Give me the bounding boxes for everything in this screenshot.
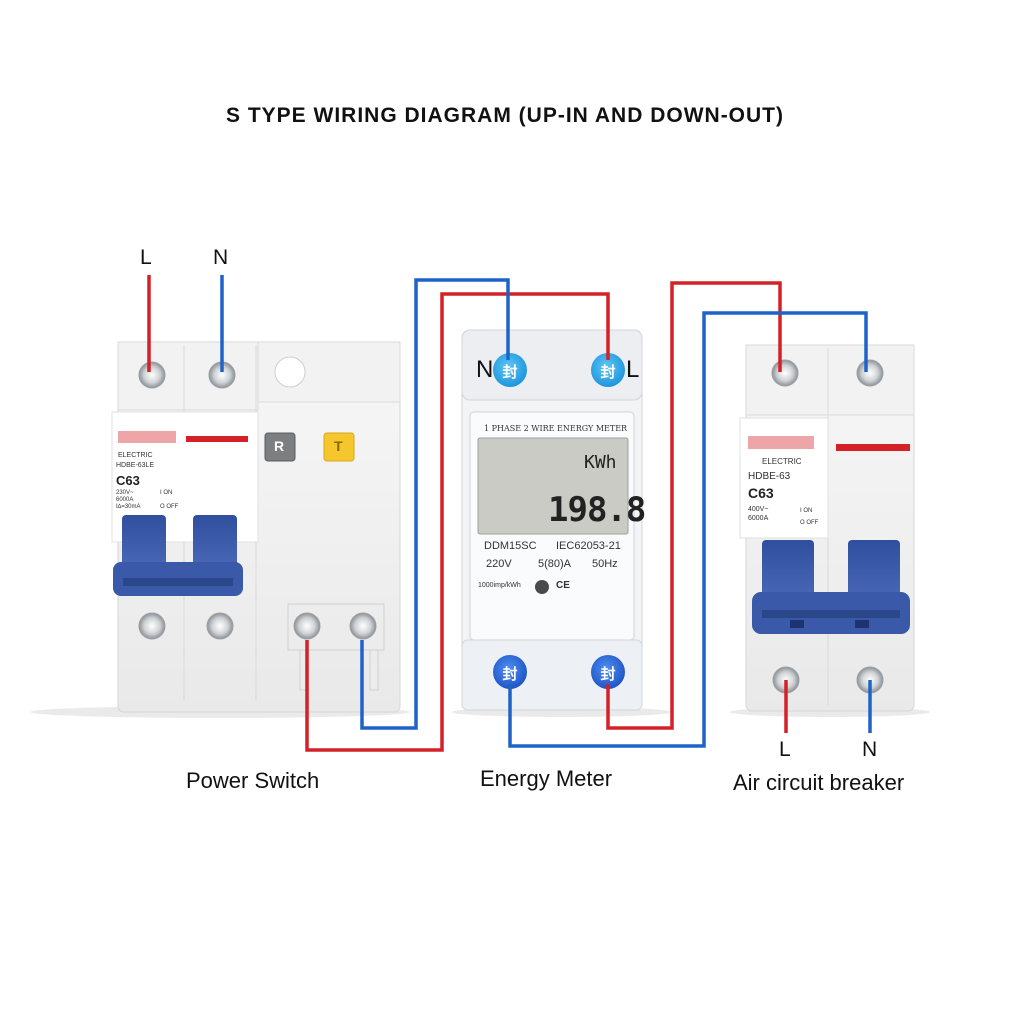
switch-spec-1: 230V~: [116, 490, 134, 496]
wiring: [147, 275, 872, 752]
screw-icon: [771, 359, 799, 387]
pulse-led-icon: [535, 580, 549, 594]
switch-to-meter-live-wire: [305, 292, 610, 752]
power-switch-device: [30, 341, 410, 718]
switch-to-meter-neutral-wire: [360, 278, 510, 730]
breaker-rating: C63: [748, 485, 774, 501]
seal-glyph: 封: [600, 363, 616, 381]
switch-model: HDBE-63LE: [116, 462, 155, 469]
meter-ce-mark: CE: [556, 580, 570, 591]
brand-logo: [118, 431, 176, 443]
screw-icon: [206, 612, 234, 640]
breaker-model: HDBE-63: [748, 471, 791, 482]
power-switch-caption: Power Switch: [186, 768, 320, 793]
switch-brand-sub: ELECTRIC: [118, 452, 153, 459]
breaker-brand-sub: ELECTRIC: [762, 457, 802, 466]
meter-to-breaker-neutral-wire: [508, 311, 868, 748]
screw-icon: [293, 612, 321, 640]
seal-top-right-icon: [591, 353, 625, 387]
switch-off-label: O OFF: [160, 504, 179, 510]
output-live-label: L: [779, 738, 791, 761]
lcd-screen: [477, 437, 629, 535]
reset-button-label: R: [274, 438, 285, 454]
seal-glyph: 封: [502, 363, 518, 381]
switch-spec-2: 6000A: [116, 497, 134, 503]
output-neutral-label: N: [862, 738, 878, 761]
input-neutral-label: N: [213, 246, 229, 269]
air-circuit-breaker-device: [730, 344, 930, 717]
seal-bottom-left-icon: [493, 655, 527, 689]
meter-reading: 198.8: [548, 490, 646, 530]
seal-top-left-icon: [493, 353, 527, 387]
screw-icon: [349, 612, 377, 640]
seal-bottom-right-icon: [591, 655, 625, 689]
seal-glyph: 封: [600, 665, 616, 683]
screw-icon: [138, 361, 166, 389]
input-live-label: L: [140, 246, 152, 269]
meter-frequency: 50Hz: [592, 558, 618, 570]
meter-neutral-terminal-label: N: [476, 356, 494, 383]
breaker-on-label: I ON: [800, 508, 813, 514]
screw-icon: [138, 612, 166, 640]
test-button-label: T: [334, 438, 343, 454]
energy-meter-caption: Energy Meter: [480, 766, 613, 791]
brand-logo: [748, 436, 814, 449]
breaker-spec-1: 400V~: [748, 506, 769, 513]
breaker-spec-2: 6000A: [748, 515, 769, 522]
breaker-caption: Air circuit breaker: [733, 770, 905, 795]
screw-icon: [856, 359, 884, 387]
meter-to-breaker-live-wire: [606, 281, 782, 730]
energy-meter-device: [452, 329, 672, 717]
switch-rating: C63: [116, 473, 140, 488]
diagram-title: S TYPE WIRING DIAGRAM (UP-IN AND DOWN-OU…: [225, 104, 785, 127]
meter-model: DDM15SC: [484, 540, 537, 552]
meter-current: 5(80)A: [538, 558, 572, 570]
meter-voltage: 220V: [486, 558, 512, 570]
meter-standard: IEC62053-21: [556, 540, 621, 552]
seal-glyph: 封: [502, 665, 518, 683]
meter-unit: KWh: [584, 452, 617, 473]
switch-on-label: I ON: [160, 490, 173, 496]
meter-live-terminal-label: L: [626, 356, 640, 383]
breaker-off-label: O OFF: [800, 520, 819, 526]
meter-impulse: 1000imp/kWh: [478, 582, 521, 589]
meter-header: 1 PHASE 2 WIRE ENERGY METER: [484, 424, 628, 433]
switch-spec-3: I∆=30mA: [116, 504, 141, 510]
